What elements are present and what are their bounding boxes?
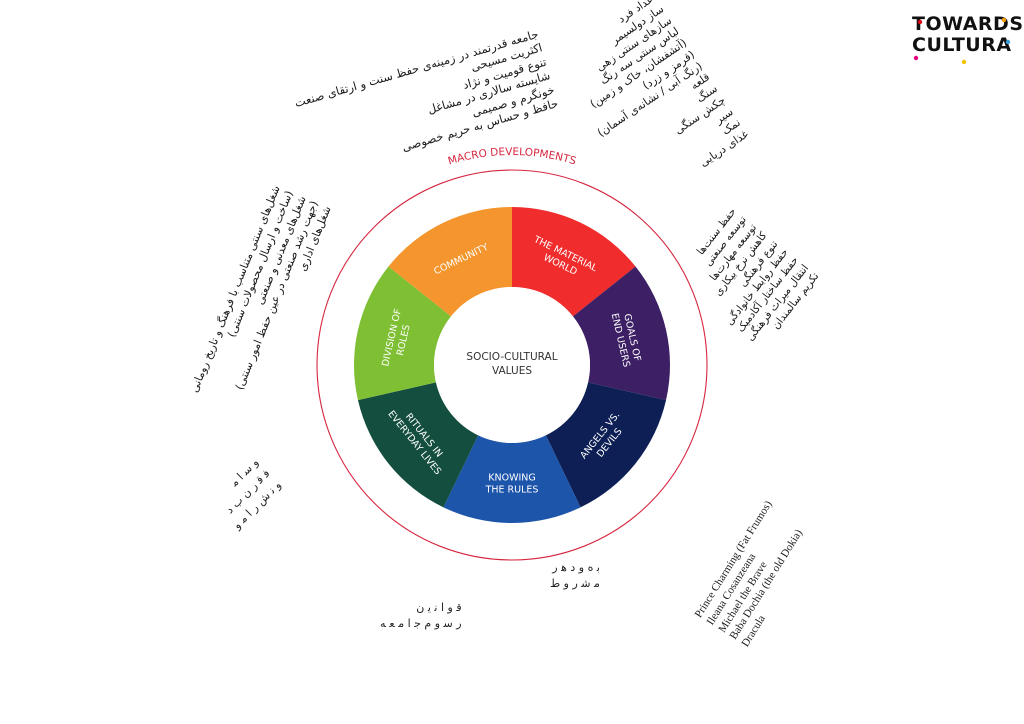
rules-handwriting: ﻗ ﻭ ﺍ ﻧ ﻳ ﻥ ﺭ ﺳ ﻭ ﻡ ﺟ ﺍ ﻣ ﻌ ﻪ (380, 600, 462, 632)
logo-line-1: TOWARDS (912, 13, 1024, 35)
macro-developments-label: MACRO DEVELOPMENTS (447, 146, 578, 168)
logo-line-2: CULTURA (912, 34, 1012, 56)
handwriting-line: ﺑ ﻩ ﻭ ﺩ ﻫ ﺭ (552, 561, 600, 574)
knowing-handwriting: ﺑ ﻩ ﻭ ﺩ ﻫ ﺭ ﻣ ﺷ ﺭ ﻭ ﻁ (550, 560, 600, 592)
center-label-line2: VALUES (492, 365, 532, 377)
center-hub (434, 287, 590, 443)
handwriting-line: ﻗ ﻭ ﺍ ﻧ ﻳ ﻥ (416, 601, 462, 614)
wheel-segment (443, 435, 581, 523)
wheel-segment (545, 382, 667, 508)
towards-cultura-logo: TOWARDS CULTURA (912, 13, 1024, 66)
wheel-segment (512, 207, 636, 317)
macro-developments-ring (316, 169, 708, 561)
logo-dots (913, 17, 1011, 65)
handwriting-line: ﻣ ﺷ ﺭ ﻭ ﻁ (550, 577, 600, 590)
handwriting-line: ﺭ ﺳ ﻭ ﻡ ﺟ ﺍ ﻣ ﻌ ﻪ (380, 617, 462, 630)
wheel-segment (357, 382, 479, 508)
wheel-segment (354, 266, 452, 401)
center-label-line1: SOCIO-CULTURAL (466, 351, 557, 363)
wheel-segment (388, 207, 512, 317)
wheel-segment (572, 266, 671, 401)
